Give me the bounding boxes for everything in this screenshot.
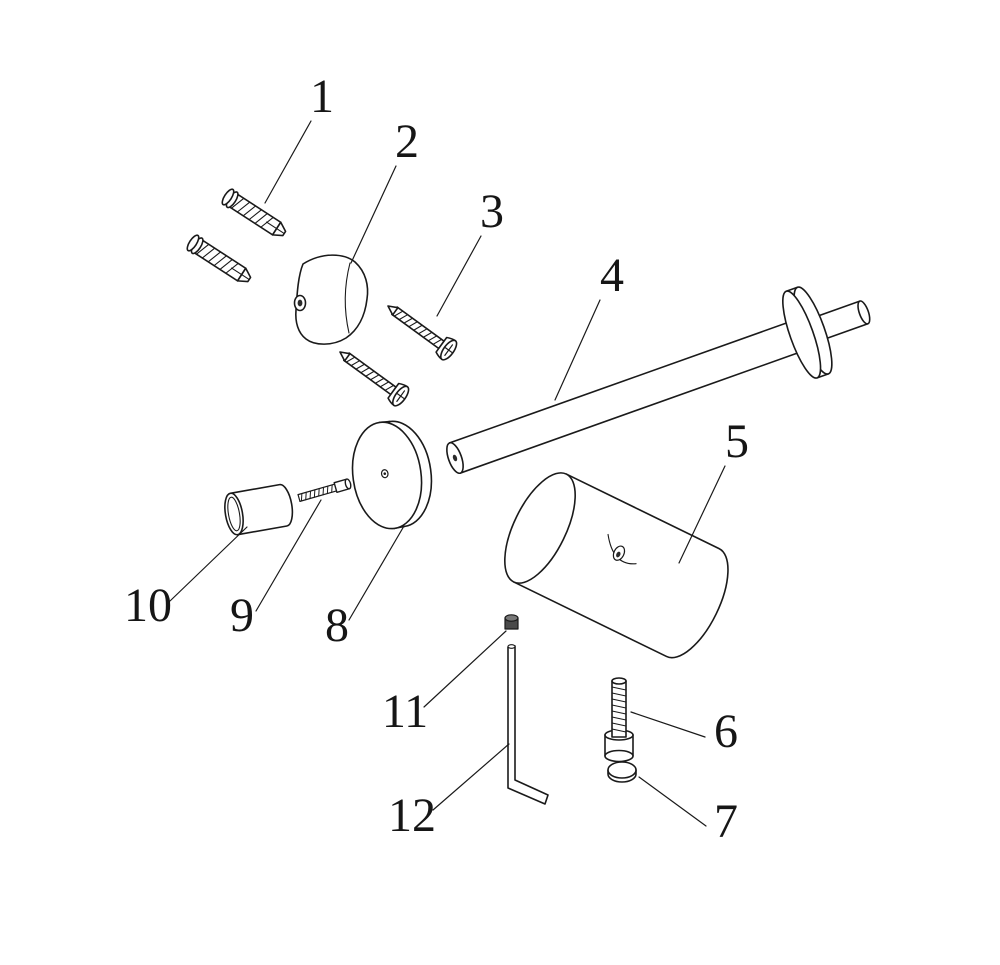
callout-6: 6 — [714, 705, 738, 758]
leader-line-4 — [554, 299, 601, 401]
leader-line-12 — [432, 743, 510, 811]
part-6-screw — [604, 677, 634, 763]
wall-anchor-icon — [184, 232, 255, 288]
leader-line-10 — [169, 526, 248, 602]
part-12-hex-key — [507, 644, 549, 805]
part-5-holder-cylinder — [504, 472, 729, 659]
leader-line-11 — [423, 630, 507, 708]
callout-8: 8 — [325, 599, 349, 652]
callout-numbers: 1 2 3 4 5 6 7 8 9 10 11 12 — [124, 70, 749, 848]
leader-line-6 — [630, 711, 706, 738]
leader-line-7 — [638, 776, 707, 827]
callout-7: 7 — [714, 795, 738, 848]
part-2-wall-bracket — [293, 254, 369, 345]
leader-line-2 — [350, 165, 397, 264]
part-4-bar — [446, 286, 871, 475]
callout-2: 2 — [395, 115, 419, 168]
part-10-end-cap — [224, 483, 294, 536]
part-1-wall-anchors — [184, 186, 290, 288]
callout-3: 3 — [480, 185, 504, 238]
callout-5: 5 — [725, 415, 749, 468]
screw-icon — [380, 295, 461, 364]
wall-anchor-icon — [219, 186, 290, 242]
screw-icon — [332, 341, 413, 410]
leader-line-1 — [264, 120, 312, 204]
callout-1: 1 — [310, 70, 334, 123]
leader-line-8 — [348, 525, 405, 621]
part-8-disc — [351, 420, 433, 530]
leader-line-5 — [678, 465, 726, 564]
part-7-cap — [607, 761, 637, 783]
part-9-stud — [297, 478, 352, 502]
leader-lines — [169, 120, 726, 827]
callout-4: 4 — [600, 249, 624, 302]
leader-line-9 — [255, 499, 322, 612]
callout-11: 11 — [382, 685, 428, 738]
part-11-set-screw — [504, 614, 519, 630]
callout-9: 9 — [230, 589, 254, 642]
callout-10: 10 — [124, 579, 172, 632]
callout-12: 12 — [388, 789, 436, 842]
leader-line-3 — [436, 235, 482, 317]
